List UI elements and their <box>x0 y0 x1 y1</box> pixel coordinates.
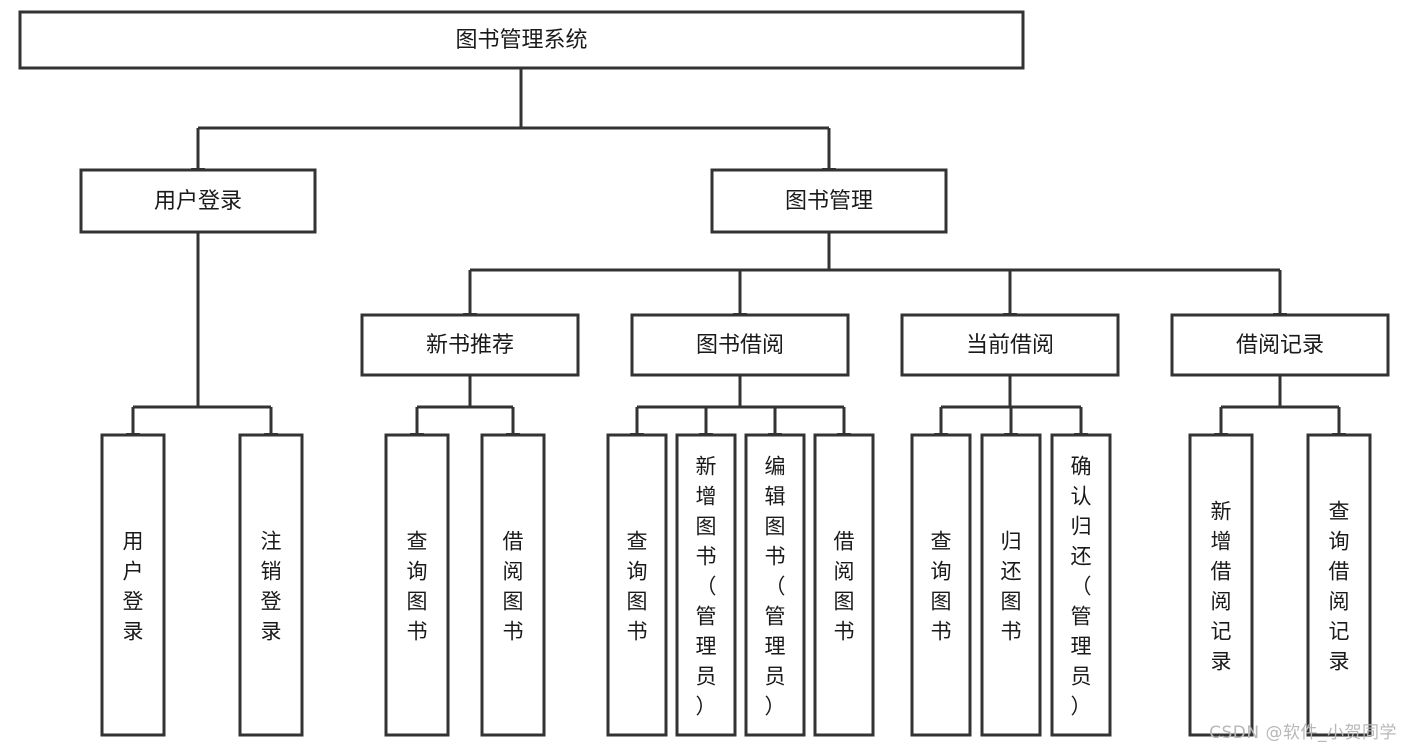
leaf-node-0-label: 用户登录 <box>123 529 144 643</box>
leaf-node-12-box <box>1306 433 1372 737</box>
leaf-node-4-label: 查询图书 <box>627 529 648 643</box>
leaf-node-2[interactable]: 查询图书 <box>384 433 450 737</box>
level2-node-3-box <box>1170 313 1390 377</box>
leaf-node-5-label: 新增图书（管理员） <box>696 454 717 718</box>
level1-node-1-box <box>710 168 948 234</box>
leaf-node-9-box <box>980 433 1042 737</box>
leaf-node-4-box <box>606 433 668 737</box>
leaf-node-11-box <box>1188 433 1254 737</box>
leaf-node-1-box <box>238 433 304 737</box>
leaf-node-7-box <box>813 433 875 737</box>
leaf-node-7-label: 借阅图书 <box>834 529 855 643</box>
leaf-node-5[interactable]: 新增图书（管理员） <box>675 433 737 737</box>
connector-layer <box>126 68 1346 445</box>
leaf-node-6-label: 编辑图书（管理员） <box>765 454 786 718</box>
level1-node-0-box <box>79 168 317 234</box>
leaf-node-6[interactable]: 编辑图书（管理员） <box>744 433 806 737</box>
leaf-node-10-box <box>1050 433 1112 737</box>
root-node[interactable]: 图书管理系统 <box>18 10 1025 70</box>
leaf-node-6-box <box>744 433 806 737</box>
leaf-node-8[interactable]: 查询图书 <box>910 433 972 737</box>
level1-node-0-label: 用户登录 <box>154 189 242 214</box>
level2-node-3-label: 借阅记录 <box>1236 333 1324 358</box>
leaf-node-2-label: 查询图书 <box>407 529 428 643</box>
leaf-node-0[interactable]: 用户登录 <box>100 433 166 737</box>
level2-node-2-label: 当前借阅 <box>966 333 1054 358</box>
leaf-node-1[interactable]: 注销登录 <box>238 433 304 737</box>
level1-node-1[interactable]: 图书管理 <box>710 168 948 234</box>
level2-node-2[interactable]: 当前借阅 <box>900 313 1120 377</box>
level2-node-2-box <box>900 313 1120 377</box>
leaf-node-9-label: 归还图书 <box>1001 529 1022 643</box>
level2-node-0[interactable]: 新书推荐 <box>360 313 580 377</box>
leaf-node-8-label: 查询图书 <box>931 529 952 643</box>
leaf-node-3[interactable]: 借阅图书 <box>480 433 546 737</box>
leaf-node-12-label: 查询借阅记录 <box>1329 499 1350 673</box>
level2-node-0-label: 新书推荐 <box>426 333 514 358</box>
leaf-node-8-box <box>910 433 972 737</box>
level1-node-1-label: 图书管理 <box>785 189 873 214</box>
leaf-node-1-label: 注销登录 <box>261 529 282 643</box>
level2-node-3[interactable]: 借阅记录 <box>1170 313 1390 377</box>
leaf-node-3-box <box>480 433 546 737</box>
level2-node-1-box <box>630 313 850 377</box>
leaf-node-5-box <box>675 433 737 737</box>
leaf-node-12[interactable]: 查询借阅记录 <box>1306 433 1372 737</box>
level2-node-1-label: 图书借阅 <box>696 333 784 358</box>
leaf-node-10-label: 确认归还（管理员） <box>1071 454 1092 718</box>
leaf-node-3-label: 借阅图书 <box>503 529 524 643</box>
leaf-node-4[interactable]: 查询图书 <box>606 433 668 737</box>
root-node-box <box>18 10 1025 70</box>
leaf-node-0-box <box>100 433 166 737</box>
node-layer: 图书管理系统用户登录图书管理新书推荐图书借阅当前借阅借阅记录用户登录注销登录查询… <box>18 10 1390 737</box>
leaf-node-11[interactable]: 新增借阅记录 <box>1188 433 1254 737</box>
leaf-node-2-box <box>384 433 450 737</box>
leaf-node-7[interactable]: 借阅图书 <box>813 433 875 737</box>
root-node-label: 图书管理系统 <box>455 28 587 53</box>
leaf-node-11-label: 新增借阅记录 <box>1211 499 1232 673</box>
leaf-node-9[interactable]: 归还图书 <box>980 433 1042 737</box>
leaf-node-10[interactable]: 确认归还（管理员） <box>1050 433 1112 737</box>
level2-node-0-box <box>360 313 580 377</box>
level2-node-1[interactable]: 图书借阅 <box>630 313 850 377</box>
level1-node-0[interactable]: 用户登录 <box>79 168 317 234</box>
